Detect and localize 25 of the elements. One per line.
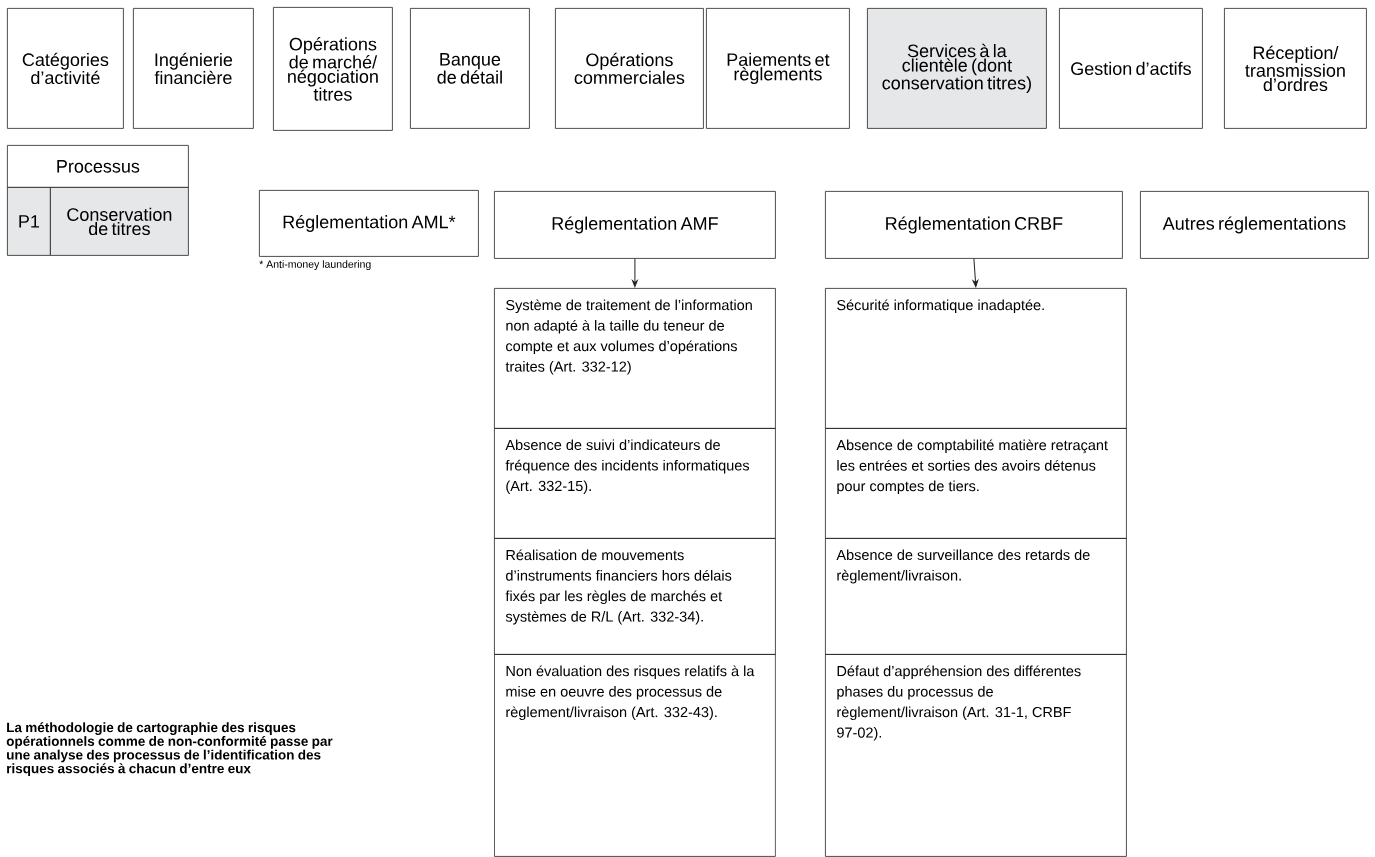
arrow — [632, 258, 638, 288]
category-box: Opérations de marché/ négociation titres — [273, 7, 393, 131]
table-cell: P1 — [7, 187, 51, 256]
risk-cell: Absence de comptabilité matière retraçant les entrées et sorties des avoirs détenus pour comptes de tiers. — [825, 428, 1127, 539]
risk-cell: Système de traitement de l’information non adapté à la taille du teneur de compte et aux volumes d’opérations traites (Art. 332-12) — [494, 288, 776, 429]
risk-cell: Absence de surveillance des retards de règlement/livraison. — [825, 538, 1127, 655]
regulation-box: Réglementation CRBF — [825, 191, 1123, 259]
arrow — [972, 258, 979, 288]
category-box: Gestion d’actifs — [1059, 8, 1203, 129]
category-box: Opérations commerciales — [555, 8, 704, 129]
risk-cell: Défaut d’appréhension des différentes phases du processus de règlement/livraison (Art. 31-1, CRBF 97-02). — [825, 654, 1127, 857]
risk-cell: Absence de suivi d’indicateurs de fréquence des incidents informatiques (Art. 332-15). — [494, 428, 776, 539]
category-box: Paiements et règlements — [706, 8, 850, 129]
regulation-box: Réglementation AML* — [259, 190, 479, 257]
category-box: Ingénierie financière — [133, 8, 254, 129]
regulation-box: Réglementation AMF — [494, 191, 776, 259]
risk-cell: Sécurité informatique inadaptée. — [825, 288, 1127, 429]
category-box: Services à la clientèle (dont conservation titres) — [867, 8, 1047, 129]
category-box: Banque de détail — [410, 8, 530, 129]
risk-cell: Réalisation de mouvements d’instruments financiers hors délais fixés par les règles de marchés et systèmes de R/L (Art. 332-34). — [494, 538, 776, 655]
note-text: La méthodologie de cartographie des risques opérationnels comme de non-conformité passe par une analyse des processus de l’identification des risques associés à chacun d’entre eux — [6, 722, 333, 776]
category-box: Réception/ transmission d’ordres — [1224, 8, 1367, 129]
risk-cell: Non évaluation des risques relatifs à la mise en oeuvre des processus de règlement/livraison (Art. 332-43). — [494, 654, 776, 857]
regulation-box: Autres réglementations — [1140, 191, 1369, 259]
category-box: Catégories d’activité — [7, 8, 124, 129]
